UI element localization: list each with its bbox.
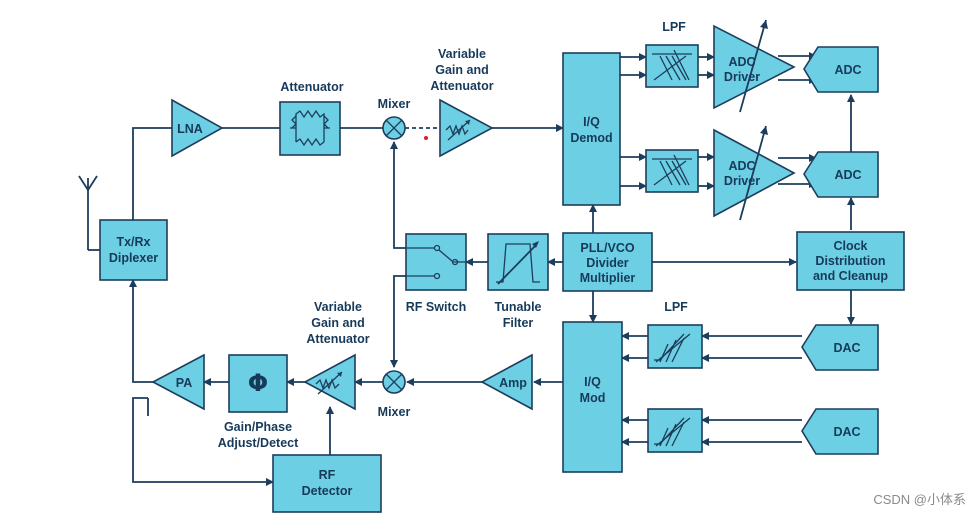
tunable-filter-label-1: Tunable (495, 300, 542, 314)
rf-detector-block: RF Detector (272, 454, 382, 513)
adc-driver-2-label-1: ADC (728, 159, 755, 173)
phase-symbol-icon: Φ (248, 369, 268, 397)
lpf-top-2-block (645, 149, 699, 193)
adc-1-label: ADC (834, 63, 861, 77)
bandpass-filter-icon (496, 243, 540, 283)
iq-mod-block: I/Q Mod (562, 321, 623, 473)
vga-bottom-label-2: Gain and (311, 316, 364, 330)
lowpass-filter-icon (652, 49, 692, 81)
pll-label-2: Divider (586, 256, 629, 270)
phase-block: Φ Gain/Phase Adjust/Detect (218, 354, 299, 450)
mixer-top-label: Mixer (378, 97, 411, 111)
adc-driver-1-block: ADC Driver (713, 19, 796, 113)
mixer-bottom-label: Mixer (378, 405, 411, 419)
clock-distribution-block: Clock Distribution and Cleanup (796, 231, 905, 291)
txrx-diplexer-label-1: Tx/Rx (116, 235, 150, 249)
iq-mod-label-2: Mod (580, 391, 606, 405)
vga-top-block: Variable Gain and Attenuator (430, 47, 494, 158)
clock-label-3: and Cleanup (813, 269, 888, 283)
signal-wires (78, 52, 855, 486)
switch-icon (406, 247, 466, 277)
txrx-diplexer-block: Tx/Rx Diplexer (99, 219, 168, 281)
txrx-diplexer-label-2: Diplexer (109, 251, 158, 265)
amp-block: Amp (480, 353, 533, 411)
attenuator-label: Attenuator (280, 80, 343, 94)
adc-driver-1-label-1: ADC (728, 55, 755, 69)
pa-block: PA (151, 353, 205, 411)
antenna-icon (78, 175, 98, 192)
dac-1-label: DAC (833, 341, 860, 355)
clock-label-1: Clock (833, 239, 867, 253)
clock-label-2: Distribution (815, 254, 885, 268)
gain-phase-label-1: Gain/Phase (224, 420, 292, 434)
iq-mod-label-1: I/Q (584, 375, 601, 389)
mixer-top-block: Mixer (378, 97, 411, 140)
adc-driver-1-label-2: Driver (724, 70, 760, 84)
adc-2-label: ADC (834, 168, 861, 182)
pll-label-1: PLL/VCO (580, 241, 634, 255)
lowpass-filter-icon (654, 417, 691, 447)
lpf-top-label: LPF (662, 20, 686, 34)
pll-label-3: Multiplier (580, 271, 636, 285)
dac-2-block: DAC (801, 408, 879, 455)
lna-block: LNA (171, 98, 224, 158)
dac-1-block: DAC (801, 324, 879, 371)
gain-phase-label-2: Adjust/Detect (218, 436, 299, 450)
amp-label: Amp (499, 376, 527, 390)
dac-2-label: DAC (833, 425, 860, 439)
vga-top-label-2: Gain and (435, 63, 488, 77)
lpf-bottom-2-block (647, 408, 703, 453)
adc-driver-tune-arrow (739, 125, 767, 221)
lpf-bottom-1-block (647, 324, 703, 369)
mixer-cross-icon (386, 374, 402, 390)
tunable-filter-label-2: Filter (503, 316, 534, 330)
rf-switch-label: RF Switch (406, 300, 466, 314)
adc-driver-tune-arrow (739, 19, 767, 113)
iq-demod-block: I/Q Demod (562, 52, 621, 206)
adc-1-block: ADC (803, 46, 879, 93)
variable-resistor-icon (315, 371, 343, 395)
rf-switch-block: RF Switch (405, 233, 467, 314)
rf-detector-label-1: RF (319, 468, 336, 482)
vga-bottom-label-1: Variable (314, 300, 362, 314)
marker-dot (424, 136, 428, 140)
lpf-bottom-label: LPF (664, 300, 688, 314)
mixer-cross-icon (386, 120, 402, 136)
adc-driver-2-block: ADC Driver (713, 125, 796, 221)
vga-bottom-block: Variable Gain and Attenuator (303, 300, 370, 411)
watermark: CSDN @小体系 (873, 492, 966, 507)
iq-demod-label-1: I/Q (583, 115, 600, 129)
iq-demod-label-2: Demod (570, 131, 612, 145)
lpf-top-1-block (645, 44, 699, 88)
vga-top-label-3: Attenuator (430, 79, 493, 93)
resistor-network-icon (290, 109, 330, 147)
tunable-filter-block: Tunable Filter (487, 233, 549, 330)
pll-vco-block: PLL/VCO Divider Multiplier (562, 232, 653, 292)
lowpass-filter-icon (652, 154, 692, 186)
vga-bottom-label-3: Attenuator (306, 332, 369, 346)
adc-2-block: ADC (803, 151, 879, 198)
lowpass-filter-icon (654, 333, 691, 363)
attenuator-block: Attenuator (279, 80, 344, 156)
adc-driver-2-label-2: Driver (724, 174, 760, 188)
vga-top-label-1: Variable (438, 47, 486, 61)
variable-resistor-icon (445, 119, 471, 141)
lna-label: LNA (177, 122, 203, 136)
mixer-bottom-block: Mixer (378, 370, 411, 419)
rf-detector-label-2: Detector (302, 484, 353, 498)
pa-label: PA (176, 376, 192, 390)
